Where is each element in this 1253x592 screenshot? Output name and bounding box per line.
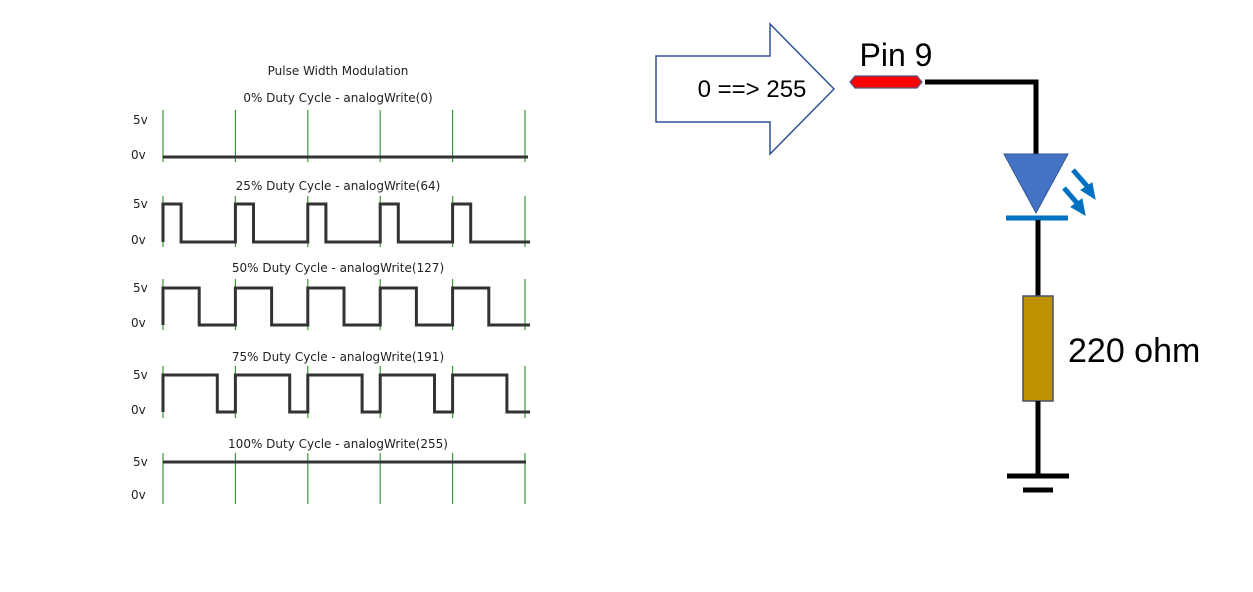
- input-arrow: 0 ==> 255: [655, 22, 836, 156]
- light-emission-icon: [1062, 168, 1096, 216]
- axis-label-0v: 0v: [131, 488, 146, 502]
- ground-icon: [1007, 473, 1069, 493]
- pwm-row: 100% Duty Cycle - analogWrite(255) 5v 0v: [131, 437, 526, 504]
- wire-pin-to-led: [925, 79, 1039, 157]
- pwm-row: 75% Duty Cycle - analogWrite(191) 5v 0v: [131, 350, 530, 418]
- pwm-row-label: 75% Duty Cycle - analogWrite(191): [232, 350, 444, 364]
- resistor: [1022, 295, 1054, 402]
- resistor-label: 220 ohm: [1068, 332, 1200, 370]
- pwm-row-label: 25% Duty Cycle - analogWrite(64): [236, 179, 441, 193]
- input-arrow-shape: [655, 22, 836, 156]
- axis-label-0v: 0v: [131, 233, 146, 247]
- pwm-row: 50% Duty Cycle - analogWrite(127) 5v 0v: [131, 261, 530, 330]
- axis-label-5v: 5v: [133, 368, 148, 382]
- pwm-row-label: 100% Duty Cycle - analogWrite(255): [228, 437, 448, 451]
- pwm-chart: Pulse Width Modulation 0% Duty Cycle - a…: [131, 64, 530, 504]
- axis-label-0v: 0v: [131, 403, 146, 417]
- circuit: 0 ==> 255 Pin 9 220 ohm: [655, 22, 1200, 493]
- axis-label-0v: 0v: [131, 316, 146, 330]
- led: [1003, 153, 1096, 221]
- pwm-row: 25% Duty Cycle - analogWrite(64) 5v 0v: [131, 179, 530, 247]
- axis-label-5v: 5v: [133, 113, 148, 127]
- axis-label-5v: 5v: [133, 281, 148, 295]
- pin-label: Pin 9: [860, 37, 933, 73]
- input-arrow-label: 0 ==> 255: [698, 76, 807, 103]
- led-triangle: [1003, 153, 1069, 215]
- pwm-row-label: 0% Duty Cycle - analogWrite(0): [243, 91, 432, 105]
- pwm-signal: [161, 373, 530, 414]
- pwm-signal: [161, 202, 530, 244]
- axis-label-5v: 5v: [133, 455, 148, 469]
- pwm-row-label: 50% Duty Cycle - analogWrite(127): [232, 261, 444, 275]
- pwm-signal: [161, 286, 530, 327]
- pwm-title: Pulse Width Modulation: [268, 64, 409, 78]
- pin-9-connector: [849, 75, 923, 89]
- axis-label-0v: 0v: [131, 148, 146, 162]
- pwm-row: 0% Duty Cycle - analogWrite(0) 5v 0v: [131, 91, 528, 162]
- axis-label-5v: 5v: [133, 197, 148, 211]
